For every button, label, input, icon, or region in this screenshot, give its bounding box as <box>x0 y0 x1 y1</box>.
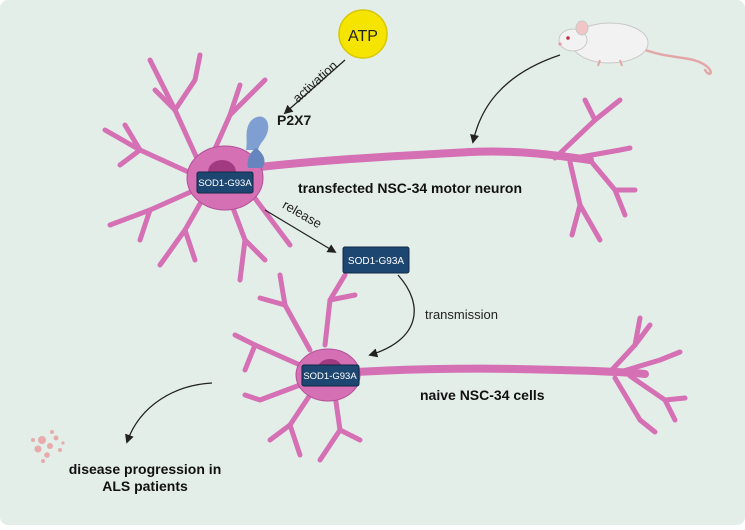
atp-molecule-icon: ATP <box>338 9 388 59</box>
transmission-label: transmission <box>425 307 498 322</box>
protein-label-top: SOD1-G93A <box>198 178 252 189</box>
disease-arrow <box>125 382 213 444</box>
atp-label: ATP <box>348 28 378 45</box>
activation-arrow <box>283 59 346 115</box>
mouse-to-neuron-arrow <box>470 54 561 144</box>
protein-label-bottom: SOD1-G93A <box>303 371 357 382</box>
protein-label-middle: SOD1-G93A <box>348 256 404 267</box>
transmission-arrow <box>368 274 415 358</box>
neuron-bottom-label: naive NSC-34 cells <box>420 387 545 403</box>
p2x7-receptor-icon <box>246 116 269 168</box>
release-arrow <box>264 209 337 253</box>
mouse-icon <box>558 20 712 76</box>
protein-box-bottom: SOD1-G93A <box>301 364 360 387</box>
p2x7-label: P2X7 <box>277 112 311 128</box>
cell-debris-icon <box>31 430 65 463</box>
protein-box-middle: SOD1-G93A <box>342 246 410 274</box>
protein-box-top: SOD1-G93A <box>196 171 254 194</box>
disease-label-line1: disease progression in <box>69 461 222 477</box>
disease-label-line2: ALS patients <box>102 478 188 494</box>
neuron-top-label: transfected NSC-34 motor neuron <box>298 180 522 196</box>
